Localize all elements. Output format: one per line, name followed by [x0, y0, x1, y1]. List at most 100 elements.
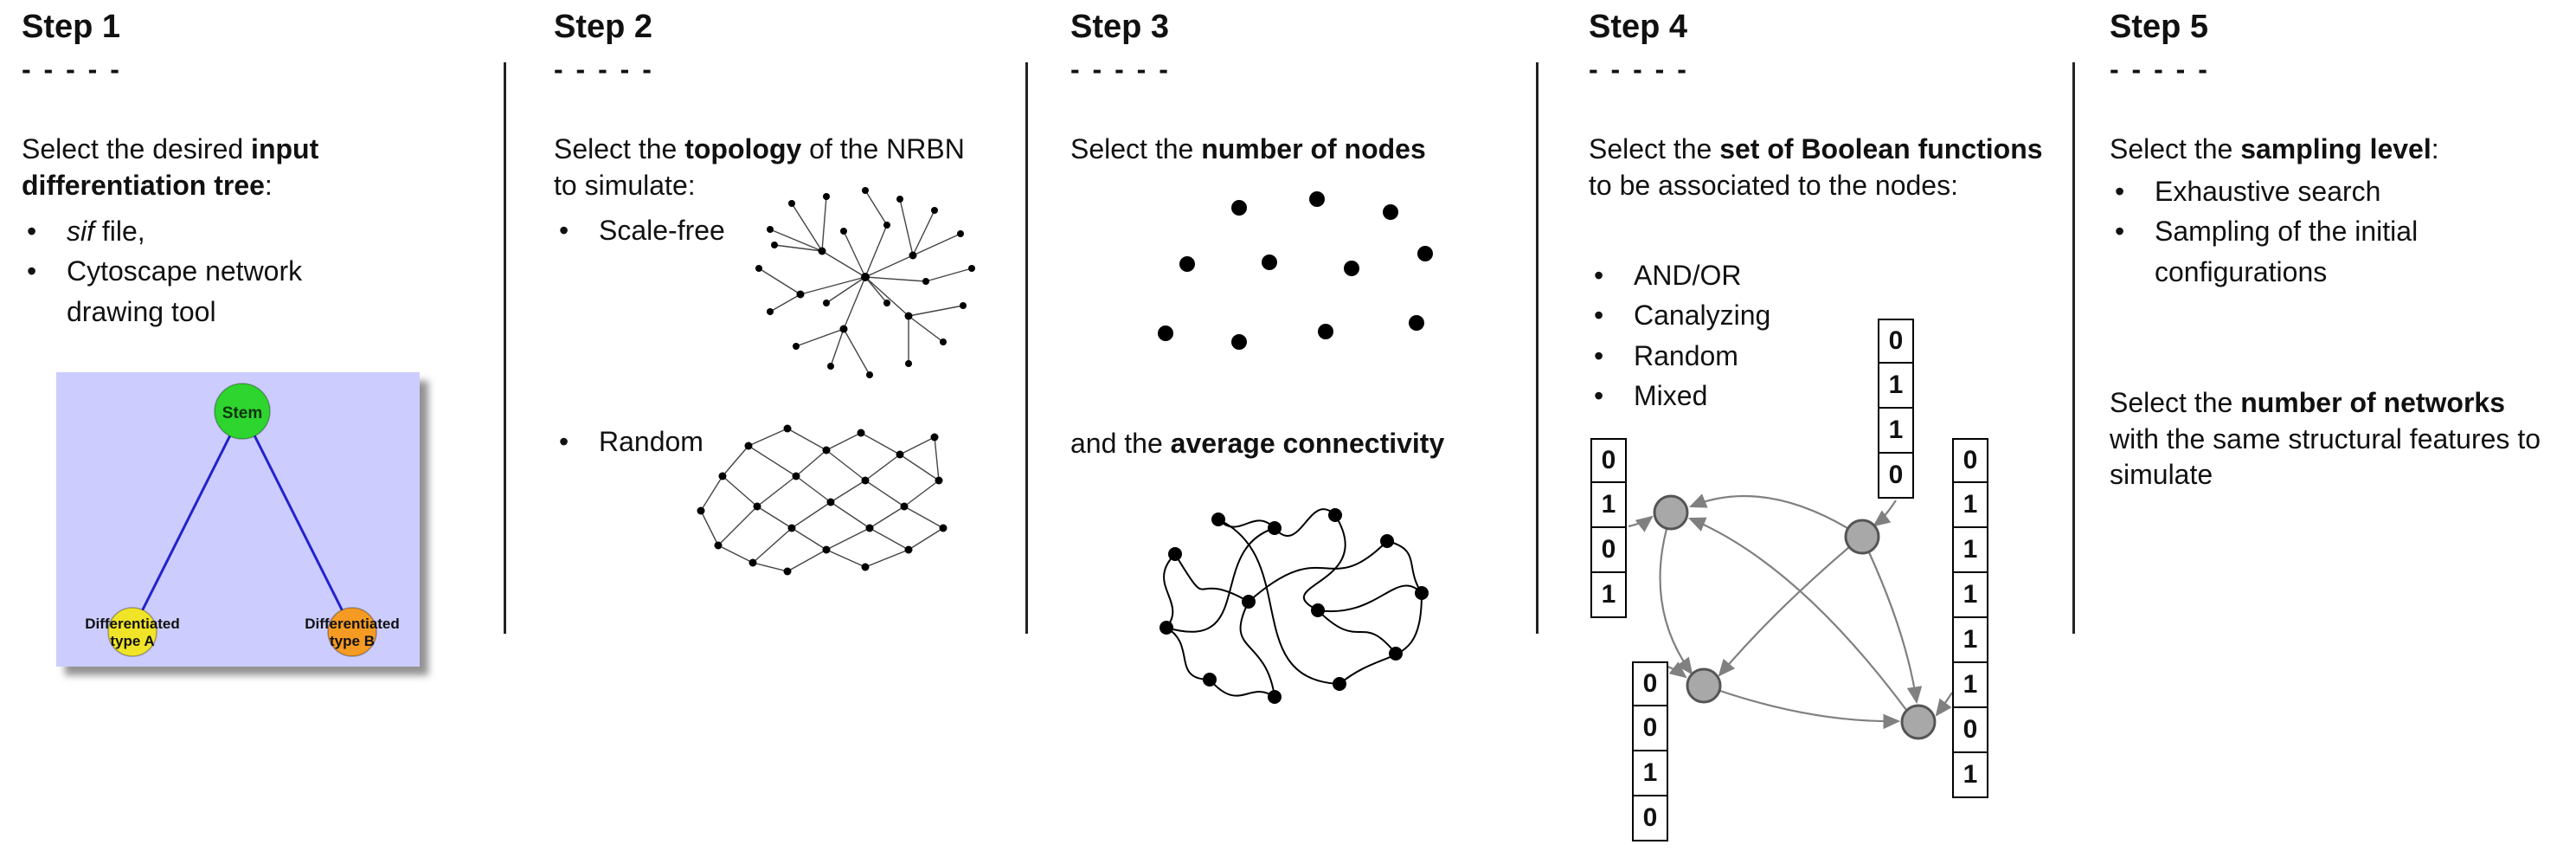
- text-segment: :: [2431, 133, 2439, 164]
- list-item: • Exhaustive search: [2110, 171, 2525, 211]
- column-separator: [1025, 62, 1028, 634]
- step-1-column: Step 1 - - - - - Select the desired inpu…: [22, 0, 498, 851]
- boolean-network-figure: [1628, 493, 1953, 740]
- list-item-label: Exhaustive search: [2155, 176, 2381, 207]
- truth-table-cell: 1: [1878, 409, 1914, 454]
- step-3-dashes: - - - - -: [1070, 54, 1171, 85]
- list-item-label: Random: [1634, 339, 1738, 371]
- bullet-marker: •: [559, 426, 569, 457]
- text-segment-bold: number of networks: [2240, 387, 2506, 418]
- step-4-column: Step 4 - - - - - Select the set of Boole…: [1589, 0, 2063, 851]
- random-network-nodes: [697, 424, 948, 576]
- bullet-marker: •: [27, 255, 37, 287]
- type-a-label-line2: type A: [110, 633, 154, 649]
- truth-table-cell: 1: [1952, 663, 1988, 708]
- truth-table-cell: 1: [1952, 528, 1988, 573]
- truth-table-cell: 1: [1952, 573, 1988, 618]
- text-segment-bold: average connectivity: [1170, 428, 1445, 459]
- list-item: • Random: [1589, 336, 1866, 376]
- list-item: • Cytoscape network drawing tool: [22, 251, 394, 332]
- step-2-option-random: • Random: [554, 422, 813, 461]
- text-segment-bold: topology: [684, 133, 802, 164]
- differentiation-tree-svg: Stem Differentiated type A Differentiate…: [56, 372, 420, 667]
- truth-table-cell: 0: [1590, 438, 1627, 483]
- text-segment: to be associated to the nodes:: [1589, 169, 1958, 201]
- text-segment: Select the: [554, 133, 685, 164]
- step-4-dashes: - - - - -: [1589, 54, 1689, 85]
- stem-node-label: Stem: [222, 404, 262, 422]
- differentiated-type-b-node: [327, 607, 377, 657]
- truth-table-cell: 1: [1952, 618, 1988, 663]
- truth-table-cell: 0: [1952, 708, 1988, 753]
- list-item: • AND/OR: [1589, 255, 1866, 295]
- boolean-network-edges: [1628, 493, 1953, 730]
- truth-table-cell: 1: [1590, 573, 1627, 618]
- truth-table-bottom-left: 0 0 1 0: [1632, 661, 1668, 841]
- connectivity-edges: [1163, 508, 1423, 698]
- type-b-label-line2: type B: [330, 633, 375, 649]
- text-segment: Select the desired: [22, 133, 252, 164]
- step-4-title: Step 4: [1589, 9, 1688, 45]
- list-item-label: Scale-free: [599, 215, 725, 246]
- step-5-instruction: Select the sampling level:: [2110, 132, 2573, 168]
- truth-table-cell: 1: [1590, 483, 1627, 528]
- list-item: • Scale-free: [554, 210, 813, 250]
- boolean-network-nodes: [1653, 494, 1937, 740]
- step-4-instruction: Select the set of Boolean functions to b…: [1589, 132, 2060, 203]
- text-segment: Select the: [2110, 133, 2241, 164]
- text-segment-bold: number of nodes: [1201, 133, 1426, 164]
- truth-table-right: 0 1 1 1 1 1 0 1: [1952, 438, 1988, 798]
- step-2-column: Step 2 - - - - - Select the topology of …: [554, 0, 1012, 851]
- text-segment: with the same structural features to sim…: [2110, 422, 2541, 491]
- bullet-marker: •: [2115, 176, 2125, 207]
- truth-table-cell: 0: [1878, 454, 1914, 499]
- text-segment: file,: [94, 216, 145, 247]
- step-1-title: Step 1: [22, 9, 121, 45]
- random-network-figure: [697, 424, 948, 576]
- step-2-title: Step 2: [554, 9, 653, 45]
- truth-table-cell: 1: [1878, 364, 1914, 409]
- truth-table-cell: 1: [1952, 483, 1988, 528]
- step-5-sampling-list: • Exhaustive search • Sampling of the in…: [2110, 171, 2525, 292]
- text-segment: Select the: [1070, 133, 1202, 164]
- list-item-label: Canalyzing: [1634, 300, 1771, 332]
- bullet-marker: •: [1594, 339, 1604, 371]
- bullet-marker: •: [27, 216, 37, 247]
- truth-table-cell: 1: [1632, 751, 1668, 796]
- column-separator: [1536, 62, 1539, 634]
- text-segment-bold: set of Boolean functions: [1719, 133, 2043, 164]
- step-4-function-list: • AND/OR • Canalyzing • Random • Mixed: [1589, 255, 1866, 416]
- bullet-marker: •: [1594, 300, 1604, 332]
- text-segment: of the NRBN to simulate:: [554, 133, 965, 201]
- text-segment-bold: input differentiation tree: [22, 133, 319, 201]
- step-1-instruction: Select the desired input differentiation…: [22, 132, 498, 203]
- scattered-nodes: [1158, 191, 1433, 350]
- step-1-option-list: • sif file, • Cytoscape network drawing …: [22, 211, 394, 332]
- bullet-marker: •: [1594, 380, 1604, 412]
- truth-table-cell: 0: [1632, 706, 1668, 751]
- step-5-column: Step 5 - - - - - Select the sampling lev…: [2110, 0, 2573, 851]
- step-3-column: Step 3 - - - - - Select the number of no…: [1070, 0, 1538, 851]
- step-5-instruction-2: Select the number of networks with the s…: [2110, 385, 2547, 493]
- truth-table-cell: 0: [1952, 438, 1988, 483]
- bullet-marker: •: [2115, 216, 2125, 248]
- random-network-edges: [700, 428, 944, 572]
- list-item-label: Random: [599, 426, 703, 457]
- text-segment-bold: sampling level: [2240, 133, 2431, 164]
- column-separator: [2072, 62, 2075, 634]
- list-item: • Canalyzing: [1589, 295, 1866, 335]
- truth-table-cell: 0: [1632, 796, 1668, 841]
- truth-table-left: 0 1 0 1: [1590, 438, 1627, 618]
- step-1-dashes: - - - - -: [22, 54, 122, 85]
- bullet-marker: •: [1594, 260, 1604, 291]
- text-segment: Select the: [1589, 133, 1720, 164]
- text-segment: and the: [1070, 428, 1171, 459]
- list-item-label: AND/OR: [1634, 260, 1742, 291]
- step-2-option-scale-free: • Scale-free: [554, 210, 813, 250]
- list-item: • Random: [554, 422, 813, 461]
- truth-table-cell: 0: [1632, 661, 1668, 706]
- step-5-title: Step 5: [2110, 9, 2209, 45]
- text-segment-italic: sif: [67, 216, 94, 247]
- truth-table-cell: 0: [1878, 319, 1914, 364]
